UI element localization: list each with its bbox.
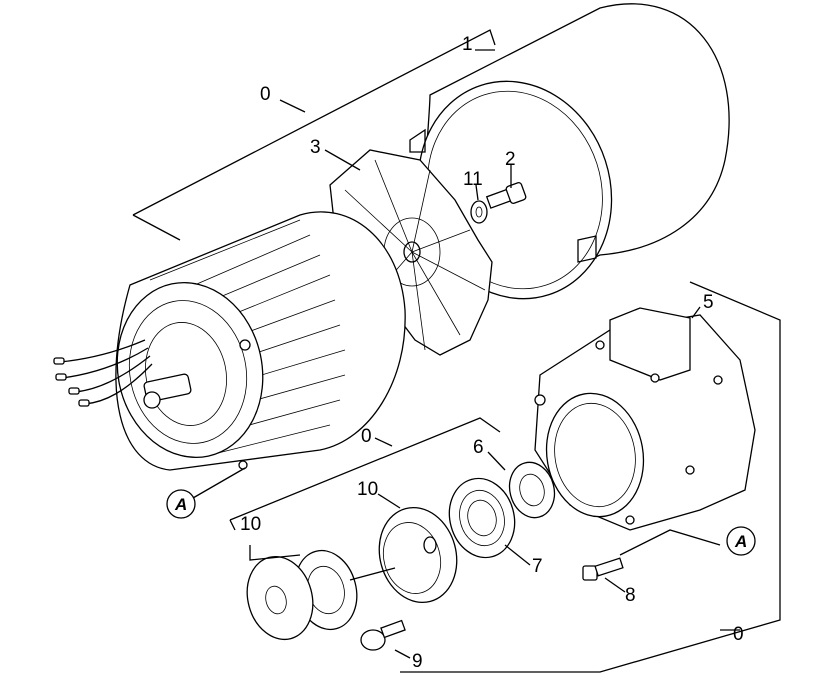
thrust-bearing-part-10 xyxy=(246,549,358,641)
label-part-10-b: 10 xyxy=(240,514,261,535)
screw-part-9 xyxy=(360,619,406,651)
bolt-part-8 xyxy=(582,557,624,581)
label-part-11: 11 xyxy=(463,169,483,190)
callout-a-left: A xyxy=(166,489,196,519)
leader-lines xyxy=(132,29,781,673)
label-part-2: 2 xyxy=(505,149,516,170)
seal-ring-part-6 xyxy=(508,461,556,519)
label-part-10-a: 10 xyxy=(357,479,378,500)
label-part-1: 1 xyxy=(462,34,473,55)
retainer-cup-part-10 xyxy=(378,506,458,604)
label-part-3: 3 xyxy=(310,137,321,158)
part-labels: 0 1 2 3 11 5 0 6 10 10 7 8 9 0 xyxy=(240,34,744,672)
label-part-6: 6 xyxy=(473,437,484,458)
bearing-housing-part xyxy=(534,307,756,531)
label-part-0-top: 0 xyxy=(260,84,271,105)
label-part-5: 5 xyxy=(703,292,714,313)
label-part-8: 8 xyxy=(625,585,636,606)
label-part-7: 7 xyxy=(532,556,543,577)
callout-a-right-text: A xyxy=(734,532,747,551)
ball-bearing-part-7 xyxy=(448,477,516,559)
fan-part xyxy=(329,149,493,356)
label-part-0-bottom: 0 xyxy=(733,624,744,645)
callout-a-left-text: A xyxy=(174,495,187,514)
label-part-9: 9 xyxy=(412,651,423,672)
callout-a-right: A xyxy=(726,526,756,556)
washer-part-11 xyxy=(470,200,488,224)
motor-stator-part xyxy=(53,211,406,471)
label-part-0-mid: 0 xyxy=(361,426,372,447)
